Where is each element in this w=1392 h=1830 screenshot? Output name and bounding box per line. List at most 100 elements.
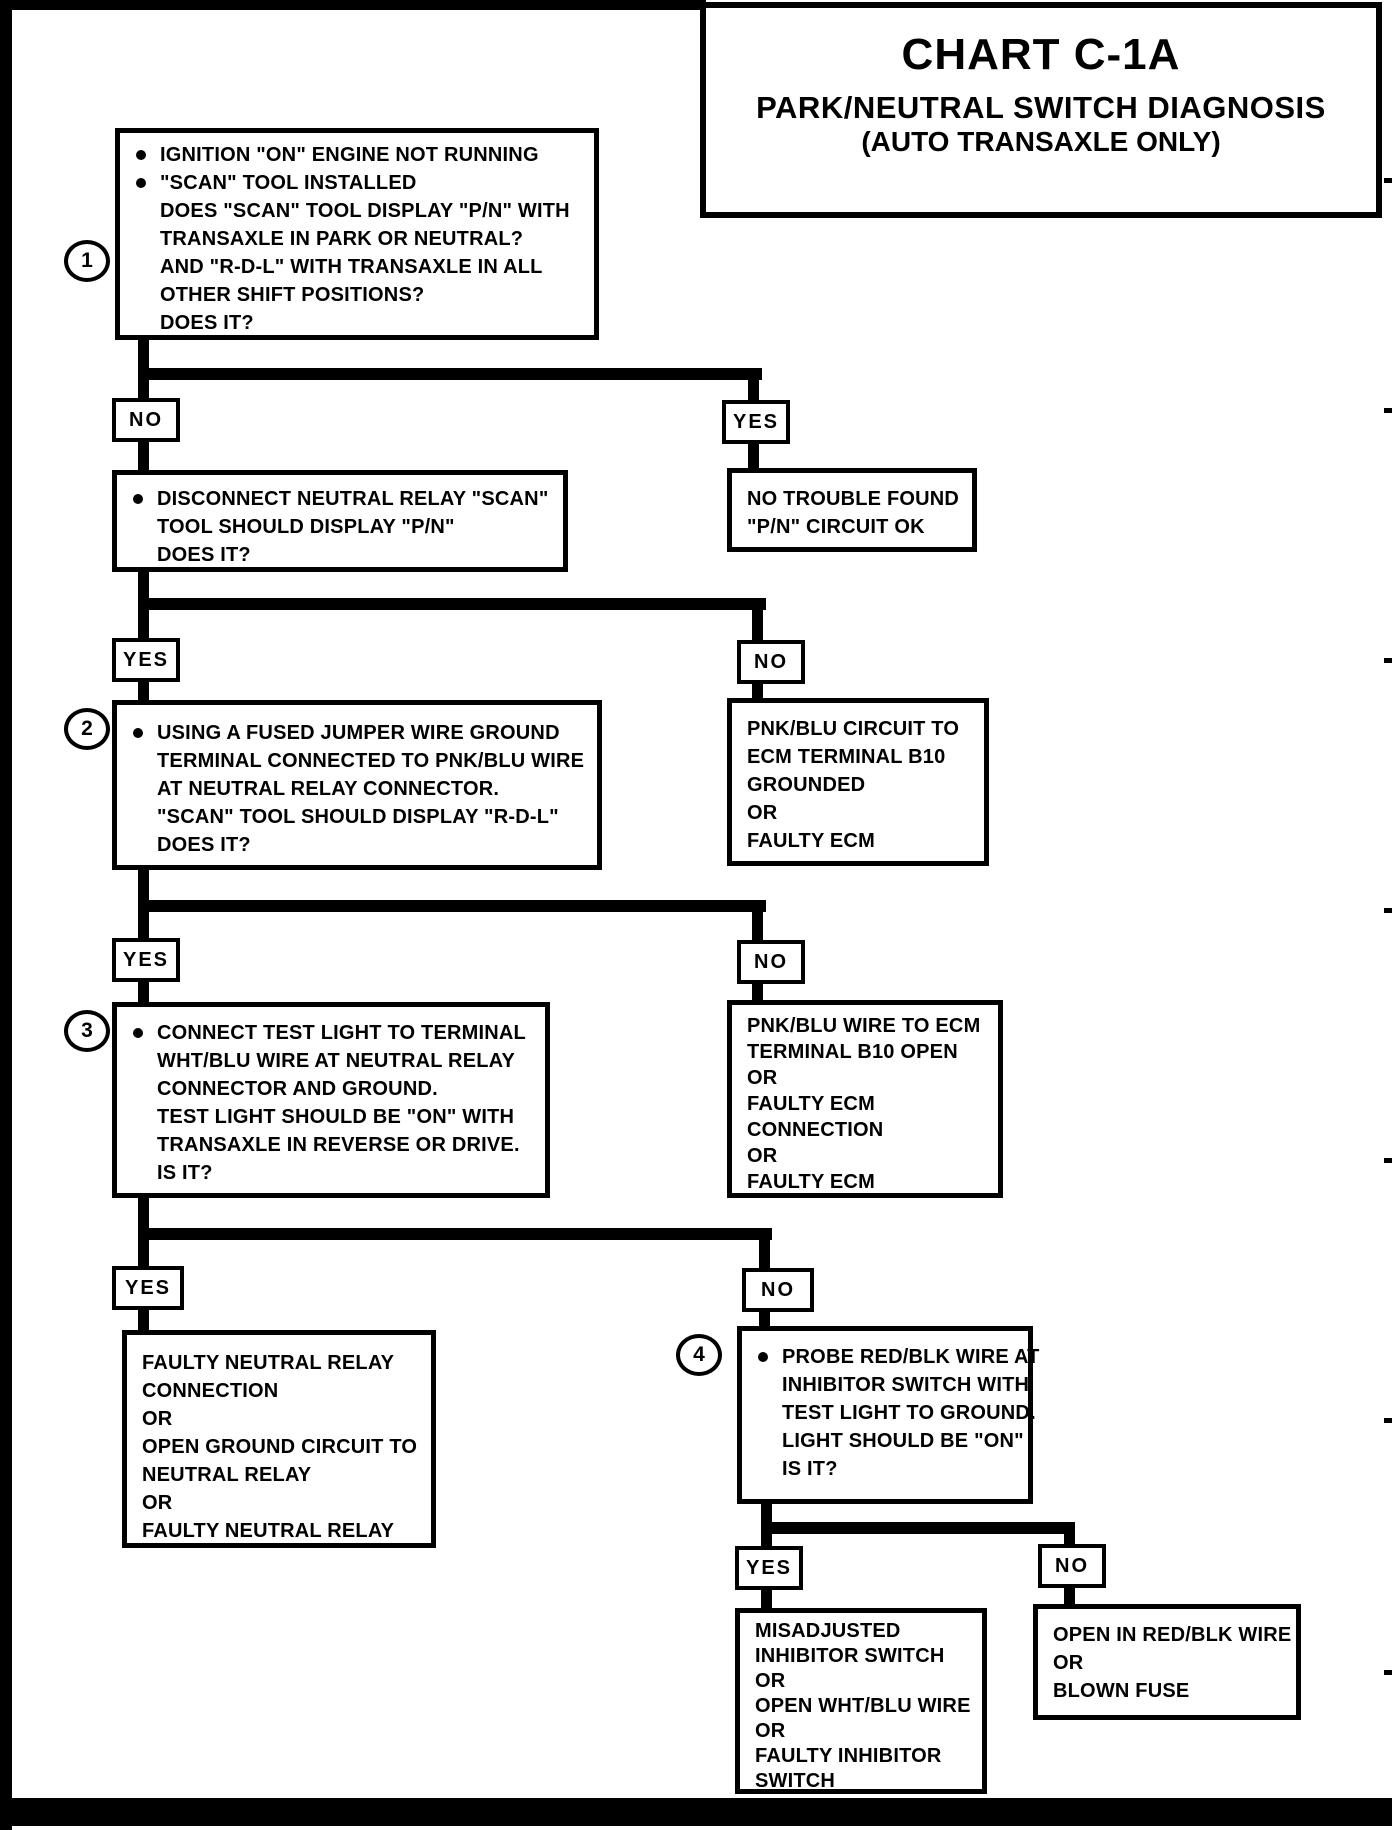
text-line: SWITCH — [755, 1770, 836, 1792]
text-line: OPEN GROUND CIRCUIT TO — [142, 1436, 418, 1458]
page-edge-tick — [1384, 1418, 1392, 1423]
text-line: AT NEUTRAL RELAY CONNECTOR. — [157, 778, 500, 800]
text-line: TERMINAL CONNECTED TO PNK/BLU WIRE — [157, 750, 585, 772]
text-line: OR — [755, 1720, 786, 1742]
misadjusted-inhibitor-box: MISADJUSTED INHIBITOR SWITCH OR OPEN WHT… — [735, 1608, 987, 1794]
step-number-2: 2 — [64, 708, 110, 750]
connector-line — [138, 1228, 772, 1240]
text-line: TEST LIGHT SHOULD BE "ON" WITH — [157, 1106, 515, 1128]
bullet-icon — [758, 1352, 768, 1362]
text-line: "P/N" CIRCUIT OK — [747, 516, 925, 538]
text-line: TEST LIGHT TO GROUND. — [782, 1402, 1036, 1424]
text-line: OPEN IN RED/BLK WIRE — [1053, 1624, 1292, 1646]
text-line: FAULTY ECM — [747, 1171, 875, 1193]
connector-line — [761, 1590, 772, 1608]
text-line: DOES IT? — [160, 312, 254, 334]
disconnect-relay-box: DISCONNECT NEUTRAL RELAY "SCAN" TOOL SHO… — [112, 470, 568, 572]
connector-line — [138, 442, 149, 470]
text-line: TRANSAXLE IN REVERSE OR DRIVE. — [157, 1134, 520, 1156]
connector-line — [752, 684, 763, 700]
text-line: DOES IT? — [157, 544, 251, 566]
connector-line — [138, 610, 149, 638]
text-line: IS IT? — [782, 1458, 838, 1480]
text-line: INHIBITOR SWITCH WITH — [782, 1374, 1030, 1396]
bullet-icon — [136, 150, 146, 160]
branch-label-no: NO — [1038, 1544, 1106, 1588]
page-edge-tick — [1384, 178, 1392, 183]
text-line: OR — [142, 1492, 173, 1514]
text-line: OR — [1053, 1652, 1084, 1674]
text-line: AND "R-D-L" WITH TRANSAXLE IN ALL — [160, 256, 543, 278]
text-line: FAULTY NEUTRAL RELAY — [142, 1352, 395, 1374]
step-number-3: 3 — [64, 1010, 110, 1052]
text-line: PROBE RED/BLK WIRE AT — [782, 1346, 1040, 1368]
text-line: FAULTY ECM — [747, 830, 875, 852]
page-border-bottom — [0, 1798, 1392, 1826]
text-line: FAULTY INHIBITOR — [755, 1745, 942, 1767]
connector-line — [138, 982, 149, 1002]
bullet-icon — [136, 178, 146, 188]
chart-subtitle: PARK/NEUTRAL SWITCH DIAGNOSIS — [756, 90, 1326, 125]
text-line: NEUTRAL RELAY — [142, 1464, 312, 1486]
connector-line — [138, 912, 149, 938]
connector-line — [759, 1240, 770, 1268]
connector-line — [138, 870, 149, 900]
connector-line — [759, 1312, 770, 1326]
connector-line — [138, 1240, 149, 1266]
connector-line — [761, 1504, 772, 1522]
branch-label-yes: YES — [722, 400, 790, 444]
text-line: GROUNDED — [747, 774, 866, 796]
bullet-icon — [133, 728, 143, 738]
page-edge-tick — [1384, 408, 1392, 413]
text-line: "SCAN" TOOL INSTALLED — [120, 169, 594, 197]
text-line: "SCAN" TOOL INSTALLED — [160, 172, 417, 194]
branch-label-no: NO — [742, 1268, 814, 1312]
branch-label-no: NO — [112, 398, 180, 442]
no-trouble-found-box: NO TROUBLE FOUND "P/N" CIRCUIT OK — [727, 468, 977, 552]
text-line: CONNECTION — [747, 1119, 884, 1141]
connector-line — [138, 572, 149, 598]
connector-line — [748, 380, 759, 400]
connector-line — [138, 380, 149, 398]
text-line: FAULTY ECM — [747, 1093, 875, 1115]
page-border-top — [0, 0, 706, 10]
text-line: USING A FUSED JUMPER WIRE GROUND — [157, 722, 560, 744]
connector-line — [761, 1522, 1075, 1534]
text-line: NO TROUBLE FOUND — [747, 488, 960, 510]
text-line: MISADJUSTED — [755, 1620, 901, 1642]
text-line: INHIBITOR SWITCH — [755, 1645, 945, 1667]
step1-box: IGNITION "ON" ENGINE NOT RUNNING "SCAN" … — [115, 128, 599, 340]
text-line: PNK/BLU WIRE TO ECM — [747, 1015, 981, 1037]
text-line: CONNECTOR AND GROUND. — [157, 1078, 438, 1100]
faulty-neutral-relay-box: FAULTY NEUTRAL RELAY CONNECTION OR OPEN … — [122, 1330, 436, 1548]
page-edge-tick — [1384, 908, 1392, 913]
text-line: DISCONNECT NEUTRAL RELAY "SCAN" — [117, 485, 563, 513]
connector-line — [138, 1310, 149, 1330]
page-border-left — [0, 0, 12, 1830]
text-line: IGNITION "ON" ENGINE NOT RUNNING — [160, 144, 539, 166]
connector-line — [752, 984, 763, 1000]
text-line: OR — [142, 1408, 173, 1430]
page-edge-tick — [1384, 1670, 1392, 1675]
branch-label-yes: YES — [112, 638, 180, 682]
text-line: PNK/BLU CIRCUIT TO — [747, 718, 960, 740]
pnkblu-circuit-grounded-box: PNK/BLU CIRCUIT TO ECM TERMINAL B10 GROU… — [727, 698, 989, 866]
connector-line — [138, 598, 766, 610]
text-line: OR — [747, 802, 778, 824]
chart-title: CHART C-1A — [901, 30, 1181, 79]
text-line: WHT/BLU WIRE AT NEUTRAL RELAY — [157, 1050, 516, 1072]
text-line: OTHER SHIFT POSITIONS? — [160, 284, 425, 306]
branch-label-no: NO — [737, 640, 805, 684]
connector-line — [138, 682, 149, 700]
connector-line — [1064, 1588, 1075, 1604]
connector-line — [138, 368, 762, 380]
connector-line — [752, 610, 763, 640]
page-edge-tick — [1384, 1158, 1392, 1163]
branch-label-yes: YES — [735, 1546, 803, 1590]
chart-note: (AUTO TRANSAXLE ONLY) — [861, 126, 1221, 157]
connector-line — [1064, 1534, 1075, 1544]
connector-line — [138, 900, 766, 912]
text-line: USING A FUSED JUMPER WIRE GROUND — [117, 719, 597, 747]
text-line: OR — [755, 1670, 786, 1692]
